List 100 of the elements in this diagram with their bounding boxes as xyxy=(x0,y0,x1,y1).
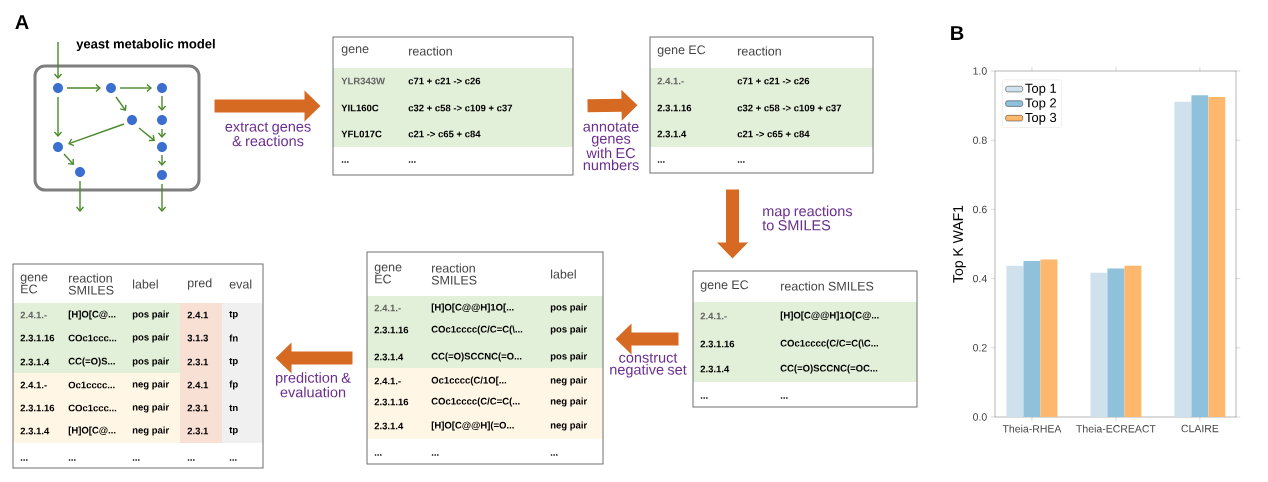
table-entry: 2.3.1.16 xyxy=(657,104,692,112)
table-entry: 2.4.1.- xyxy=(20,311,47,319)
bar xyxy=(1040,259,1058,418)
table-entry: tp xyxy=(229,310,238,320)
table-entry: [H]O[C@... xyxy=(68,426,116,436)
legend-label: Top 3 xyxy=(1025,112,1057,125)
table-entry: 2.3.1.4 xyxy=(20,427,50,435)
table-entry: tp xyxy=(229,357,238,367)
table-entry: pos pair xyxy=(132,333,169,343)
bar xyxy=(1208,96,1226,418)
table-entry: 2.3.1.4 xyxy=(374,353,404,361)
data-table xyxy=(12,263,264,469)
table-entry: ... xyxy=(187,459,195,461)
column-header: reaction xyxy=(409,46,452,56)
table-entry: 2.3.1.16 xyxy=(700,340,735,348)
x-tick-label: CLAIRE xyxy=(1181,424,1219,433)
data-table xyxy=(692,270,918,408)
column-header: reaction SMILES xyxy=(781,281,874,291)
x-tick-label: Theia-ECREACT xyxy=(1076,424,1156,433)
data-table xyxy=(649,36,874,174)
table-entry: ... xyxy=(132,459,140,461)
table-entry: pos pair xyxy=(550,303,587,313)
y-tick-label: 0.6 xyxy=(973,205,987,214)
table-entry: 2.4.1 xyxy=(187,311,209,319)
table-entry: 2.3.1.4 xyxy=(374,422,404,430)
table-entry: 2.3.1.4 xyxy=(657,130,687,138)
column-header: gene EC xyxy=(374,264,402,284)
legend-label: Top 1 xyxy=(1025,83,1057,96)
table-entry: c32 + c58 -> c109 + c37 xyxy=(737,104,842,112)
table-entry: pos pair xyxy=(550,325,587,335)
column-header: reaction SMILES xyxy=(68,273,114,295)
data-table xyxy=(366,251,604,465)
table-entry: Oc1cccc... xyxy=(68,381,115,389)
bar xyxy=(1006,265,1024,418)
table-entry: 2.3.1 xyxy=(187,404,209,412)
table-entry: c71 + c21 -> c26 xyxy=(737,77,810,85)
table-entry: ... xyxy=(780,397,788,399)
y-tick-label: 0.8 xyxy=(973,136,987,144)
bar xyxy=(1124,265,1142,418)
table-entry: 3.1.3 xyxy=(187,334,208,342)
table-entry: CC(=O)SCCNC(=O... xyxy=(431,352,522,362)
table-entry: CC(=O)SCCNC(=OC... xyxy=(780,364,878,374)
table-entry: neg pair xyxy=(132,403,169,413)
table-entry: COc1cccc(C/C=C(\C... xyxy=(780,339,878,349)
table-entry: 2.3.1.16 xyxy=(20,404,55,412)
y-tick-label: 1.0 xyxy=(973,67,987,75)
table-entry: neg pair xyxy=(550,397,587,407)
table-entry: 2.3.1.16 xyxy=(374,326,409,334)
table-entry: neg pair xyxy=(550,376,587,386)
column-header: gene EC xyxy=(657,45,706,57)
y-tick-label: 0.0 xyxy=(973,413,987,421)
column-header: gene EC xyxy=(20,274,48,294)
table-entry: 2.3.1.4 xyxy=(700,365,730,373)
table-entry: ... xyxy=(550,454,558,456)
table-entry: ... xyxy=(68,459,76,461)
table-entry: c71 + c21 -> c26 xyxy=(408,77,481,85)
table-entry: ... xyxy=(737,161,745,163)
column-header: pred xyxy=(188,278,212,290)
panel-letter: B xyxy=(951,26,964,40)
table-entry: [H]O[C@@H]1O[C@... xyxy=(780,311,879,321)
table-entry: [H]O[C@@H](=O... xyxy=(431,421,514,431)
table-entry: pos pair xyxy=(132,310,169,320)
table-entry: tp xyxy=(229,426,238,436)
table-entry: 2.4.1.- xyxy=(20,381,47,389)
table-entry: c32 + c58 -> c109 + c37 xyxy=(408,104,513,112)
table-entry: c21 -> c65 + c84 xyxy=(408,130,481,138)
table-entry: tn xyxy=(229,404,238,412)
table-entry: 2.4.1.- xyxy=(700,312,727,320)
edge-label: extract genes & reactions xyxy=(225,122,311,147)
table-entry: 2.3.1.16 xyxy=(20,334,55,342)
column-header: label xyxy=(551,269,576,279)
table-entry: COc1ccc... xyxy=(68,404,117,412)
table-entry: 2.4.1.- xyxy=(374,377,401,385)
bar xyxy=(1107,268,1125,418)
table-entry: COc1ccc... xyxy=(68,334,117,342)
table-entry: pos pair xyxy=(550,352,587,362)
table-entry: 2.4.1 xyxy=(187,381,209,389)
bar xyxy=(1023,260,1041,418)
table-entry: neg pair xyxy=(550,421,587,431)
table-entry: 2.3.1 xyxy=(187,427,209,435)
edge-label: construct negative set xyxy=(610,353,687,378)
bar xyxy=(1191,95,1209,418)
y-axis-title: Top K WAF1 xyxy=(953,205,966,283)
bar xyxy=(1174,101,1192,418)
table-entry: neg pair xyxy=(132,426,169,436)
table-entry: ... xyxy=(20,459,28,461)
table-entry: ... xyxy=(229,459,237,461)
table-entry: 2.3.1 xyxy=(187,358,209,366)
x-tick-label: Theia-RHEA xyxy=(1002,424,1062,433)
table-entry: Oc1cccc(C/1O[... xyxy=(431,376,507,386)
box-title: yeast metabolic model xyxy=(76,38,215,52)
table-entry: [H]O[C@@H]1O[... xyxy=(431,303,514,313)
table-entry: 2.3.1.16 xyxy=(374,398,409,406)
column-header: gene EC xyxy=(700,280,749,292)
table-entry: COc1cccc(C/C=C(... xyxy=(431,397,520,407)
bar xyxy=(1090,272,1108,418)
column-header: eval xyxy=(229,279,252,289)
table-entry: COc1cccc(C/C=C(\... xyxy=(431,325,523,335)
table-entry: pos pair xyxy=(132,357,169,367)
column-header: reaction xyxy=(738,46,781,56)
